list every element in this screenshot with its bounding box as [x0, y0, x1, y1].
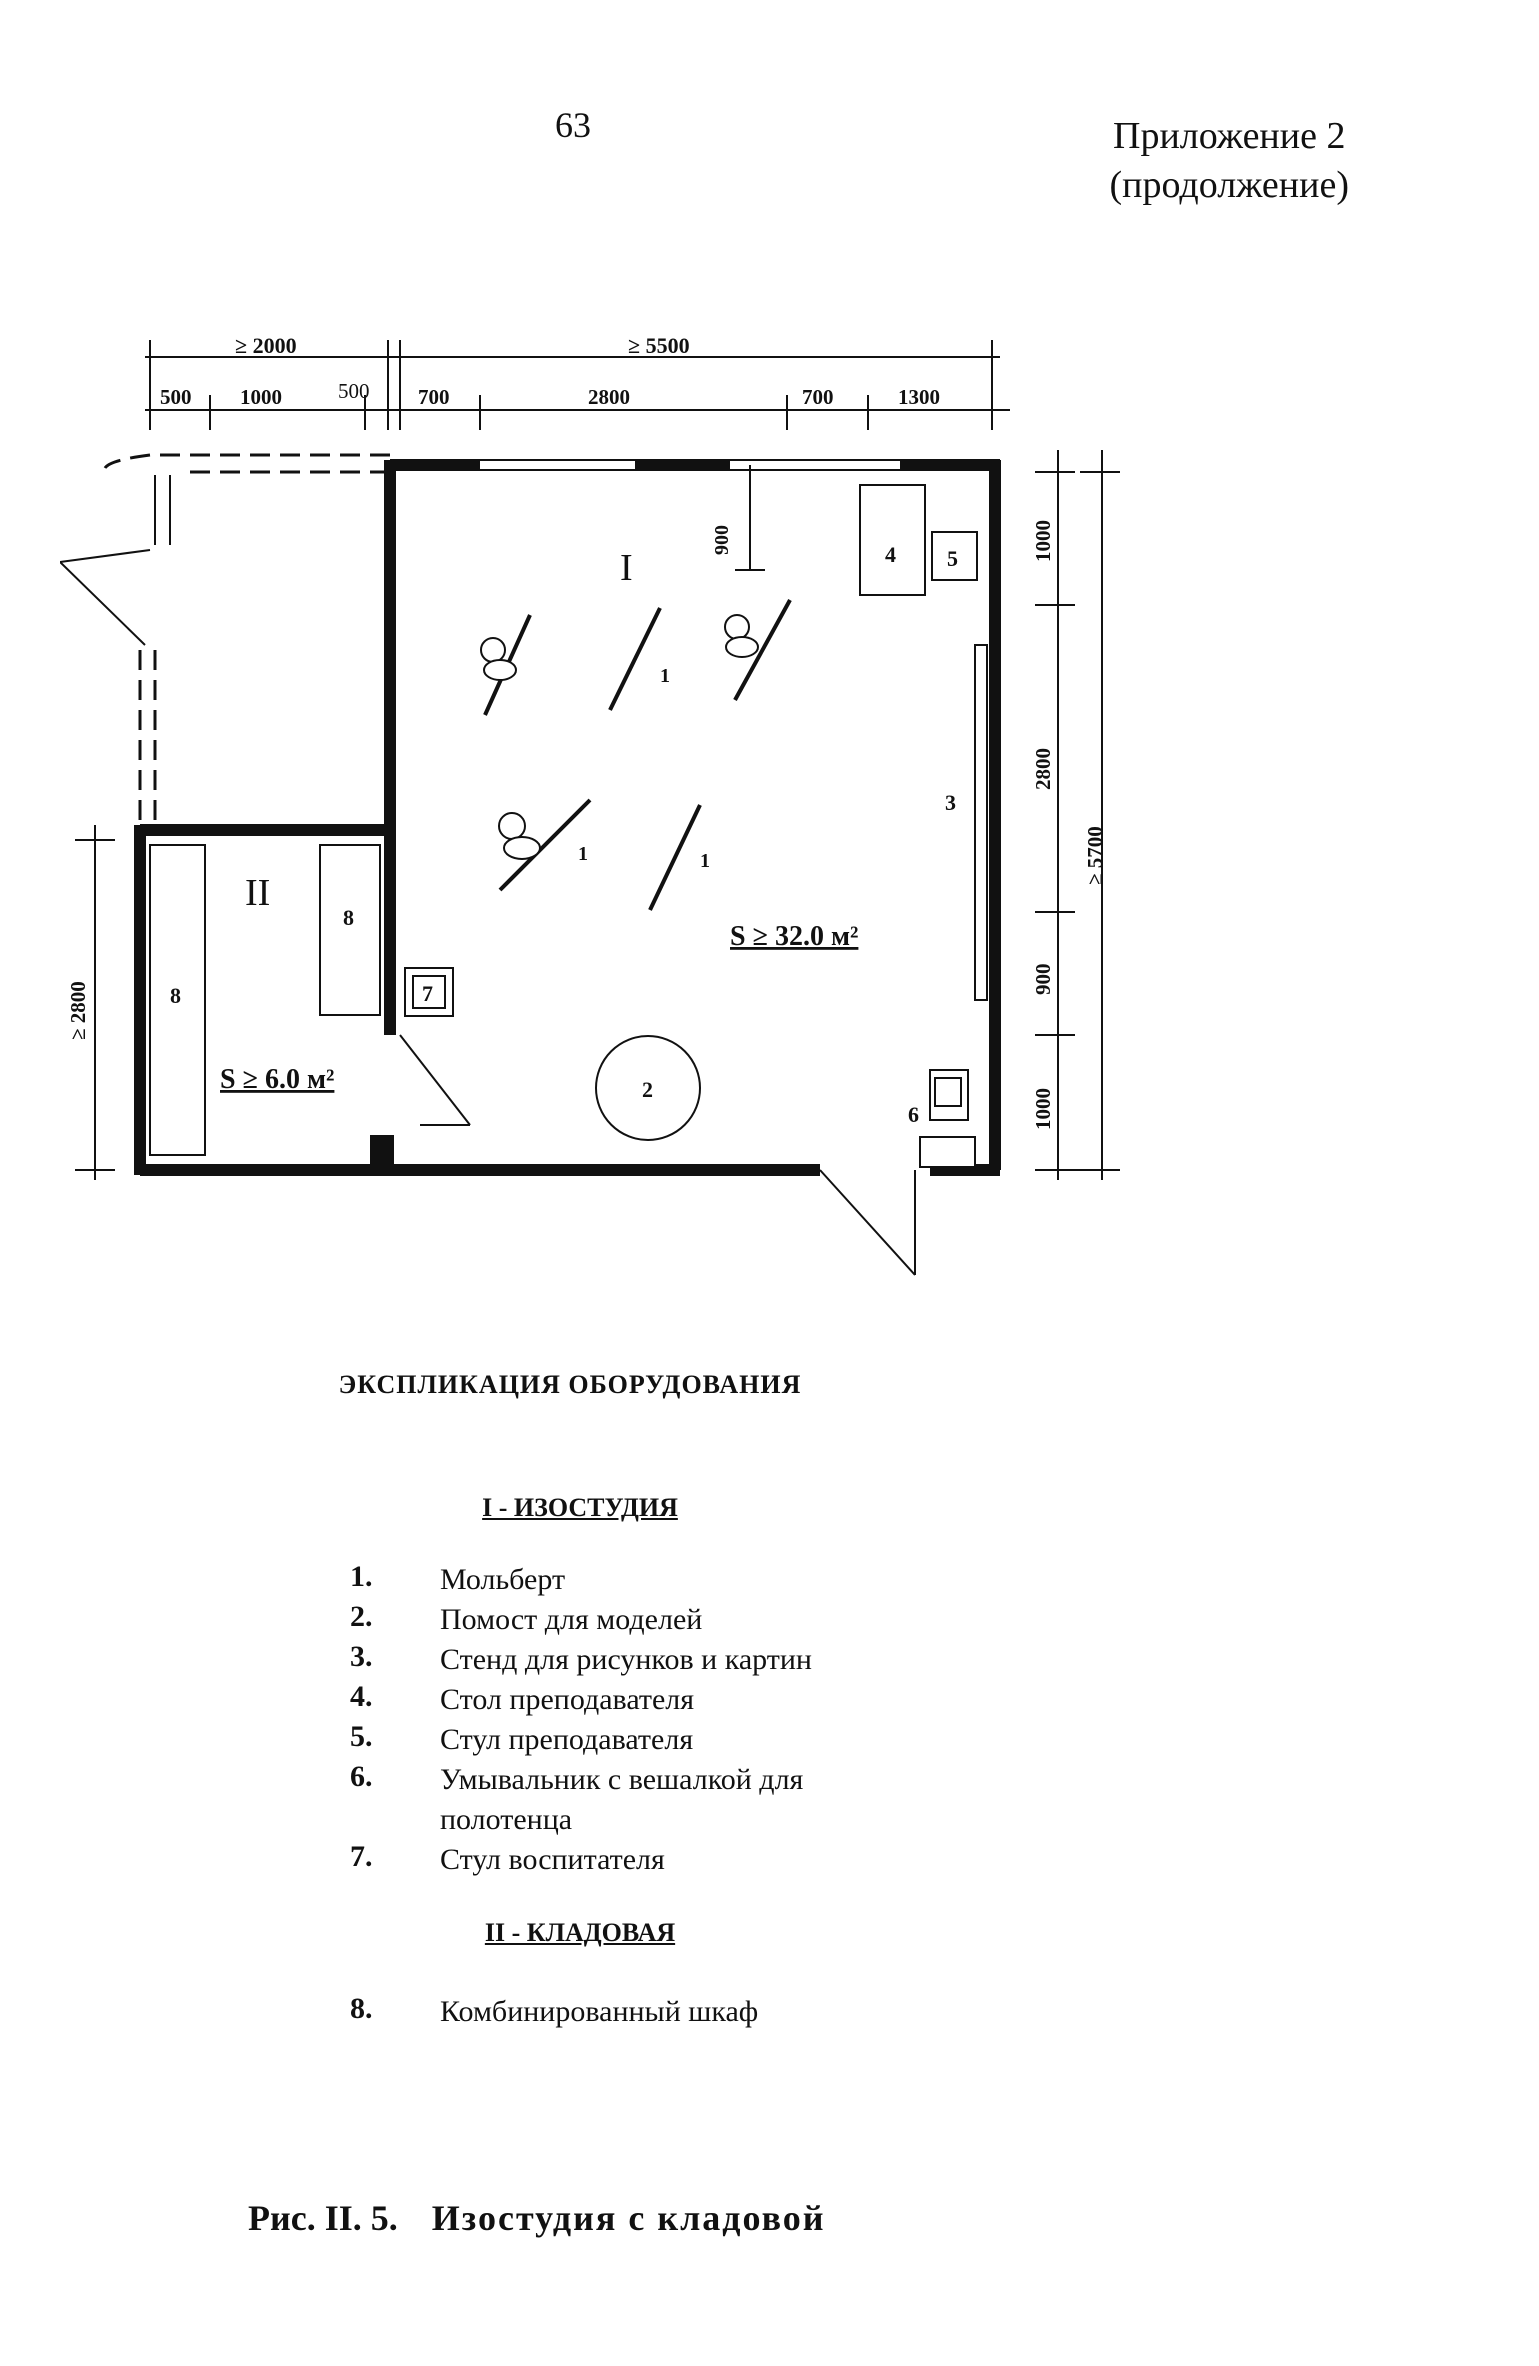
windows [480, 459, 900, 471]
easel [498, 798, 592, 892]
dim-left-total: ≥ 2800 [66, 981, 90, 1040]
page-number: 63 [555, 105, 591, 145]
stand [974, 644, 988, 1001]
marker-easel: 1 [578, 843, 588, 865]
item-text: Стол преподавателя [440, 1683, 695, 1716]
marker-teacher-chair: 5 [947, 546, 958, 571]
studio-walls [134, 459, 1001, 1176]
dim-1300: 1300 [898, 385, 940, 409]
marker-easel: 1 [700, 850, 710, 872]
item-number: 3. [350, 1640, 373, 1673]
item-text: Мольберт [440, 1563, 566, 1596]
item-text: Умывальник с вешалкой для полотенца [440, 1763, 804, 1836]
teacher-chair [931, 531, 978, 581]
room-2-label: II [245, 872, 270, 914]
dim-right-total: ≥ 5700 [1083, 826, 1107, 885]
cabinet-right [319, 844, 381, 1016]
easel [733, 599, 792, 701]
cabinet-left [149, 844, 206, 1156]
item-number: 2. [350, 1600, 373, 1633]
item-number: 5. [350, 1720, 373, 1753]
easels [483, 599, 792, 911]
appendix-label: Приложение 2 (продолжение) [1109, 112, 1349, 211]
dim-500a: 500 [160, 385, 192, 409]
room-1-label: I [620, 547, 633, 589]
item-number: 8. [350, 1992, 373, 2025]
dim-700a: 700 [418, 385, 450, 409]
marker-washbasin: 6 [908, 1102, 919, 1127]
easel [648, 804, 702, 911]
marker-chair: 7 [422, 981, 433, 1006]
dim-right-1000b: 1000 [1031, 1088, 1055, 1130]
item-text: Помост для моделей [440, 1603, 703, 1636]
window-dim: 900 [711, 525, 733, 555]
dim-right-2800: 2800 [1031, 748, 1055, 790]
item-number: 4. [350, 1680, 373, 1713]
item-text: Стул преподавателя [440, 1723, 694, 1756]
item-number: 7. [350, 1840, 373, 1873]
doors [399, 1034, 916, 1276]
item-text: Стул воспитателя [440, 1843, 665, 1876]
seated-figures [480, 614, 759, 860]
marker-easel: 1 [660, 665, 670, 687]
section-2-title: II - КЛАДОВАЯ [484, 1918, 676, 1947]
corridor-outline [103, 453, 390, 825]
dim-top-left-total: ≥ 2000 [235, 333, 297, 358]
dim-2800: 2800 [588, 385, 630, 409]
washbasin-shelf [919, 1136, 976, 1168]
appendix-line-1: Приложение 2 [1113, 115, 1346, 157]
marker-podium: 2 [642, 1077, 653, 1102]
section-1-title: I - ИЗОСТУДИЯ [482, 1493, 678, 1522]
item-text: Комбинированный шкаф [440, 1995, 759, 2028]
dim-right-900: 900 [1031, 964, 1055, 996]
item-number: 6. [350, 1760, 373, 1793]
item-number: 1. [350, 1560, 373, 1593]
teacher-table [859, 484, 926, 596]
door-frame [370, 1135, 394, 1170]
dim-1000: 1000 [240, 385, 282, 409]
figure-number: Рис. II. 5. [248, 2198, 398, 2238]
figure-caption: Рис. II. 5. Изостудия с кладовой [248, 2197, 826, 2239]
dim-700b: 700 [802, 385, 834, 409]
appendix-line-2: (продолжение) [1109, 164, 1349, 207]
marker-table: 4 [885, 542, 896, 567]
marker-cabinet-right: 8 [343, 905, 354, 930]
room-1-area: S ≥ 32.0 м² [730, 921, 858, 952]
corridor-door [60, 475, 171, 646]
dim-top-right-total: ≥ 5500 [628, 333, 690, 358]
explication-title: ЭКСПЛИКАЦИЯ ОБОРУДОВАНИЯ [338, 1370, 802, 1399]
dim-500b: 500 [338, 379, 370, 403]
marker-cabinet-left: 8 [170, 983, 181, 1008]
dim-right-1000a: 1000 [1031, 520, 1055, 562]
model-podium [595, 1035, 701, 1141]
room-2-area: S ≥ 6.0 м² [220, 1064, 334, 1095]
figure-title: Изостудия с кладовой [431, 2198, 826, 2238]
easel [608, 607, 662, 711]
marker-stand: 3 [945, 790, 956, 815]
floor-plan: ≥ 2000 ≥ 5500 500 1000 500 700 2800 700 … [60, 333, 1120, 1276]
item-text: Стенд для рисунков и картин [440, 1643, 812, 1676]
